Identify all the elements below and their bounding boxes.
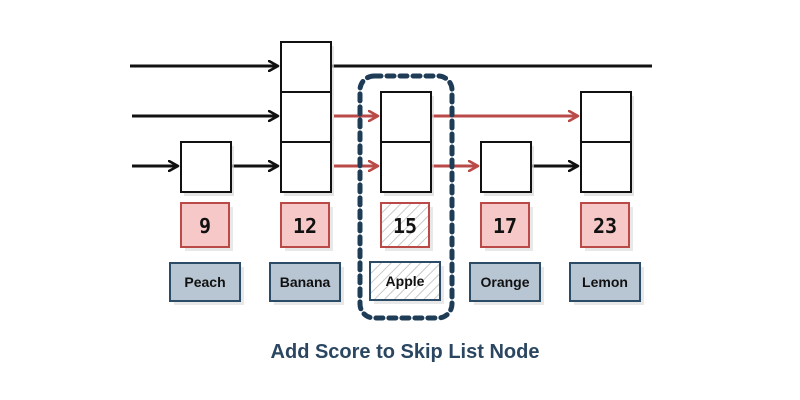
pointer-arrows bbox=[130, 66, 652, 166]
score-box-lemon bbox=[580, 202, 630, 248]
apple-level-2-box bbox=[380, 91, 432, 143]
name-banana: Banana bbox=[280, 274, 331, 290]
score-boxes: 9 12 15 17 23 bbox=[180, 202, 633, 251]
name-peach: Peach bbox=[184, 274, 225, 290]
score-peach: 9 bbox=[199, 214, 211, 238]
name-apple: Apple bbox=[386, 273, 425, 289]
diagram-caption: Add Score to Skip List Node bbox=[271, 341, 540, 363]
peach-level-1-box bbox=[180, 141, 232, 193]
score-lemon: 23 bbox=[593, 214, 617, 238]
name-box-lemon bbox=[569, 262, 641, 302]
lemon-level-2-box bbox=[580, 91, 632, 143]
apple-level-1-box bbox=[380, 141, 432, 193]
lemon-level-1-box bbox=[580, 141, 632, 193]
score-box-orange bbox=[480, 202, 530, 248]
score-box-peach bbox=[180, 202, 230, 248]
banana-level-3-box bbox=[280, 41, 332, 93]
name-box-peach bbox=[169, 262, 241, 302]
name-lemon: Lemon bbox=[582, 274, 628, 290]
banana-level-1-box bbox=[280, 141, 332, 193]
name-boxes: Peach Banana Apple Orange Lemon bbox=[169, 261, 644, 305]
new-node-highlight bbox=[357, 73, 455, 321]
orange-level-1-box bbox=[480, 141, 532, 193]
score-orange: 17 bbox=[493, 214, 517, 238]
level-boxes bbox=[180, 41, 634, 196]
score-box-banana bbox=[280, 202, 330, 248]
name-box-orange bbox=[469, 262, 541, 302]
name-box-banana bbox=[269, 262, 341, 302]
banana-level-2-box bbox=[280, 91, 332, 143]
score-apple: 15 bbox=[393, 214, 417, 238]
score-banana: 12 bbox=[293, 214, 317, 238]
name-orange: Orange bbox=[480, 274, 529, 290]
